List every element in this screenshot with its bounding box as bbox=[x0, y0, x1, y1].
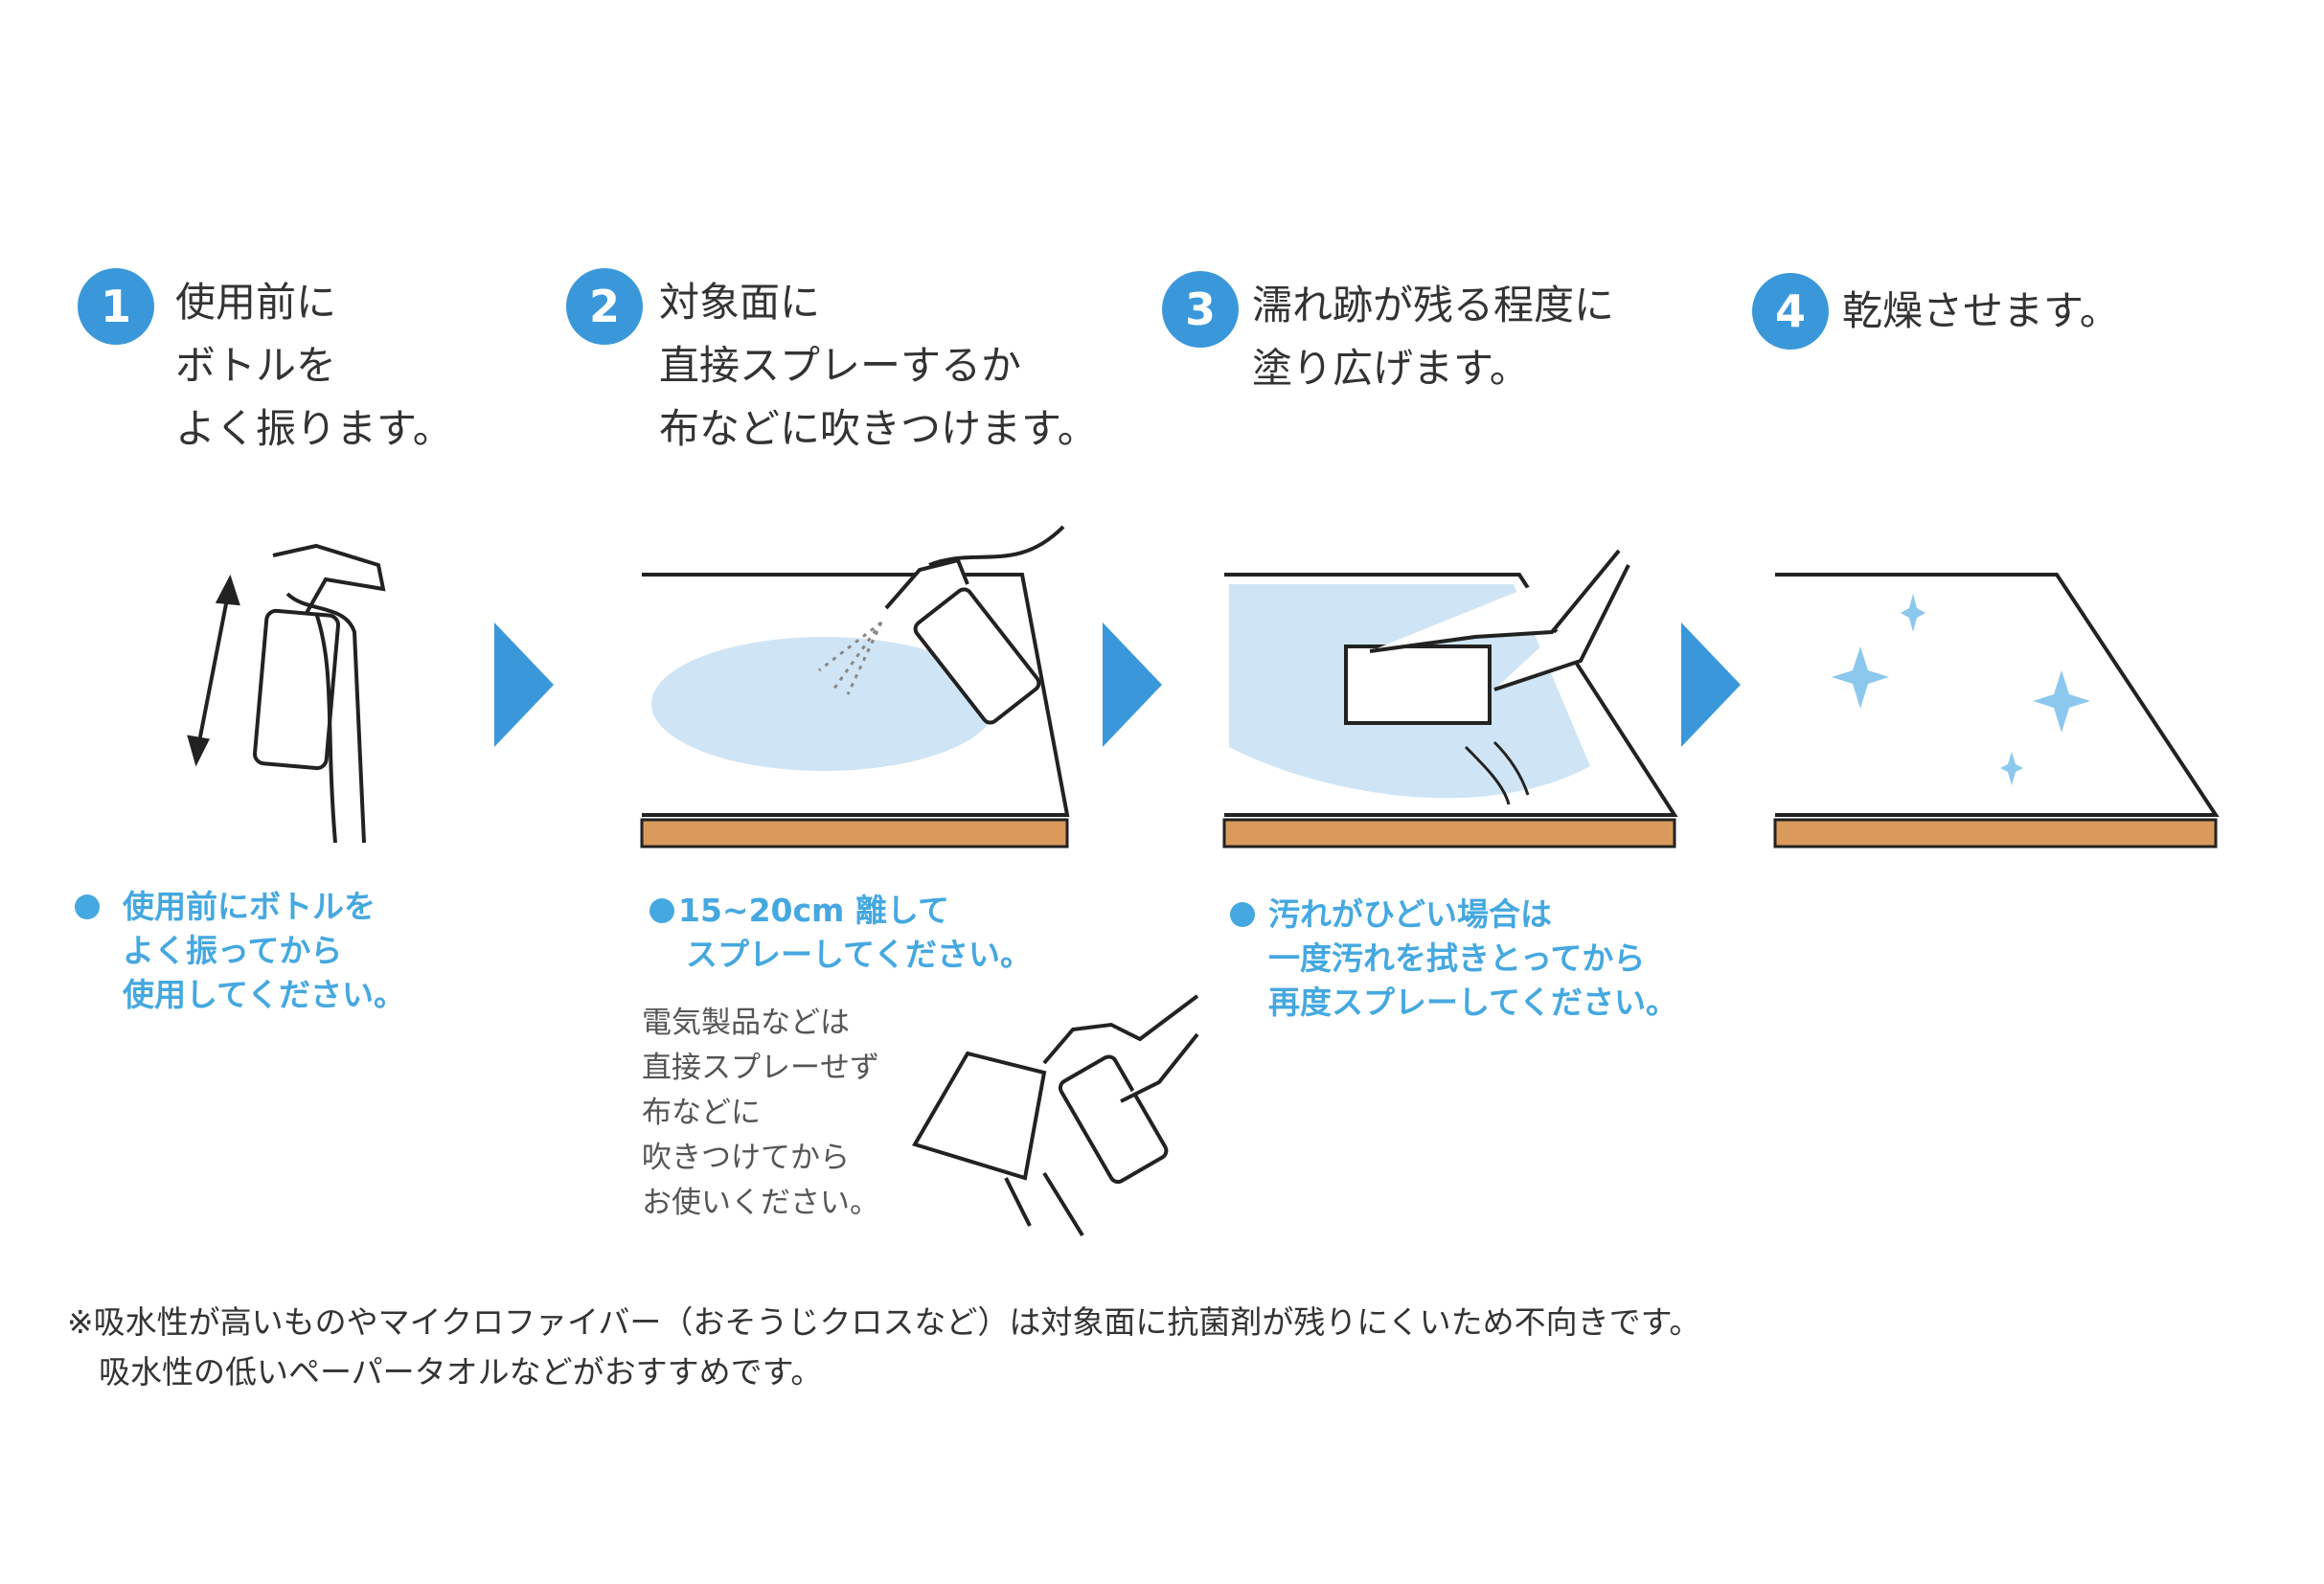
sparkle-icon bbox=[1832, 594, 2090, 785]
table-dry-illustration bbox=[1773, 573, 2220, 849]
footnote: ※吸水性が高いものやマイクロファイバー（おそうじクロスなど）は対象面に抗菌剤が残… bbox=[67, 1298, 1700, 1397]
shake-bottle-illustration bbox=[187, 543, 386, 844]
step-3-line: 塗り広げます。 bbox=[1252, 345, 1530, 392]
arrow-right-icon bbox=[494, 622, 554, 747]
note-line: 一度汚れを拭きとってから bbox=[1268, 939, 1646, 977]
note-line: 再度スプレーしてください。 bbox=[1268, 984, 1678, 1021]
bullet-dot-icon bbox=[649, 898, 674, 923]
step-3-line: 濡れ跡が残る程度に bbox=[1252, 282, 1615, 328]
note-line: 吹きつけてから bbox=[642, 1141, 850, 1175]
bullet-dot-icon bbox=[75, 894, 100, 919]
step-2-title: 対象面に 直接スプレーするか 布などに吹きつけます。 bbox=[659, 271, 1098, 461]
step-4-line: 乾燥させます。 bbox=[1842, 287, 2120, 334]
note-line: 汚れがひどい場合は bbox=[1268, 895, 1553, 933]
note-line: 電気製品などは bbox=[642, 1006, 850, 1040]
bullet-dot-icon bbox=[1230, 902, 1255, 927]
step-3-note: 汚れがひどい場合は 一度汚れを拭きとってから 再度スプレーしてください。 bbox=[1268, 893, 1677, 1025]
note-line: 布などに bbox=[642, 1096, 761, 1130]
step-2-note: 15~20cm 離して スプレーしてください。 bbox=[678, 889, 1032, 977]
step-2-line: 直接スプレーするか bbox=[659, 342, 1022, 389]
note-line: スプレーしてください。 bbox=[686, 936, 1033, 973]
arrow-right-icon bbox=[1681, 622, 1741, 747]
footnote-line: ※吸水性が高いものやマイクロファイバー（おそうじクロスなど）は対象面に抗菌剤が残… bbox=[67, 1303, 1701, 1341]
footnote-line: 吸水性の低いペーパータオルなどがおすすめです。 bbox=[67, 1353, 823, 1391]
electric-appliance-note: 電気製品などは 直接スプレーせず 布などに 吹きつけてから お使いください。 bbox=[642, 1001, 879, 1226]
table-spray-illustration bbox=[640, 525, 1070, 849]
step-2-number-badge: 2 bbox=[566, 268, 643, 345]
note-line: よく振ってから bbox=[123, 932, 343, 969]
step-4-title: 乾燥させます。 bbox=[1842, 280, 2120, 343]
note-line: お使いください。 bbox=[642, 1186, 879, 1220]
step-3-title: 濡れ跡が残る程度に 塗り広げます。 bbox=[1252, 274, 1614, 400]
step-3-number-badge: 3 bbox=[1162, 271, 1239, 348]
step-1-line: 使用前に bbox=[175, 279, 337, 326]
note-line: 使用前にボトルを bbox=[123, 888, 376, 925]
step-4-number-badge: 4 bbox=[1752, 273, 1829, 350]
note-line: 直接スプレーせず bbox=[642, 1051, 879, 1085]
step-1-number-badge: 1 bbox=[78, 268, 154, 345]
step-1-line: ボトルを bbox=[175, 342, 337, 389]
step-2-line: 対象面に bbox=[659, 279, 821, 326]
table-wipe-illustration bbox=[1222, 549, 1678, 849]
cloth-spray-illustration bbox=[912, 994, 1199, 1237]
arrow-right-icon bbox=[1103, 622, 1162, 747]
note-line: 使用してください。 bbox=[123, 976, 406, 1013]
step-1-note: 使用前にボトルを よく振ってから 使用してください。 bbox=[123, 885, 405, 1017]
step-1-line: よく振ります。 bbox=[175, 405, 453, 452]
step-1-title: 使用前に ボトルを よく振ります。 bbox=[175, 271, 453, 461]
step-2-line: 布などに吹きつけます。 bbox=[659, 405, 1098, 452]
note-line: 15~20cm 離して bbox=[678, 892, 949, 929]
